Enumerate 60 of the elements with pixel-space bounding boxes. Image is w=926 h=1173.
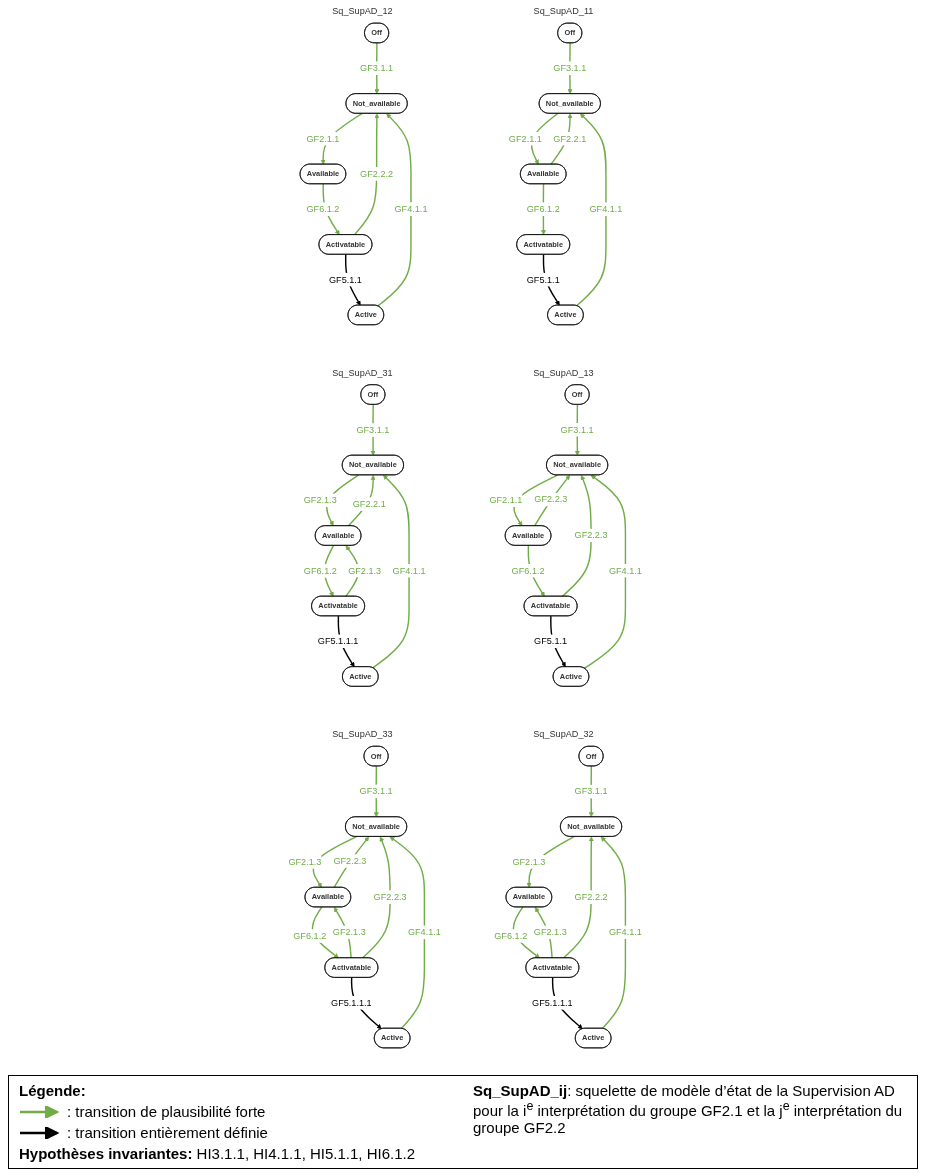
arrow <box>600 836 627 1030</box>
edge-label: GF3.1.1 <box>560 424 594 435</box>
arrow <box>562 836 594 959</box>
edge-label: GF3.1.1 <box>553 63 587 73</box>
note: Sq_SupAD_ij: squelette de modèle d’état de la Supervision AD pour la i$^{e}$ interprétation du groupe GF2.1 et la j$^{e}$ interprétation du groupe GF2.2 <box>473 1082 904 1136</box>
edge-label: GF5.1.1.1 <box>532 997 573 1008</box>
edge-label: GF4.1.1 <box>407 927 441 937</box>
arrow <box>575 113 607 307</box>
arrow <box>561 474 592 598</box>
edge-label: GF6.1.2 <box>306 204 340 214</box>
edge-label: GF3.1.1 <box>356 424 390 435</box>
edge-label: GF2.2.2 <box>360 168 394 179</box>
edge-label: GF6.1.2 <box>494 930 528 941</box>
edge-label: GF4.1.1 <box>608 927 642 937</box>
edge-label: GF5.1.1 <box>534 636 568 646</box>
arrow <box>361 836 391 959</box>
edge-label: GF2.2.3 <box>534 494 568 505</box>
edge-label: GF6.1.2 <box>293 930 327 941</box>
edge-label: GF4.1.1 <box>392 565 426 576</box>
edge-label: GF3.1.1 <box>359 786 393 796</box>
edge-label: GF5.1.1.1 <box>331 997 372 1008</box>
arrow <box>533 474 571 527</box>
label: Sq_SupAD_31 <box>332 367 393 378</box>
edge-label: GF4.1.1 <box>608 565 642 576</box>
arrow <box>333 836 370 889</box>
edge-label: GF6.1.2 <box>303 565 337 576</box>
edge-label: GF2.1.3 <box>332 927 366 937</box>
edge-label: GF6.1.2 <box>511 565 545 576</box>
note: Hypothèses invariantes: HI3.1.1, HI4.1.1, HI5.1.1, HI6.1.2 <box>19 1145 417 1162</box>
edge-label: GF2.2.3 <box>373 891 407 902</box>
edge-label: GF6.1.2 <box>526 204 560 214</box>
edge-label: GF5.1.1 <box>526 274 560 285</box>
edge-label: GF5.1.1 <box>328 274 362 285</box>
edge-label: GF2.1.1 <box>489 495 523 505</box>
legend-text: : transition entièrement définie <box>67 1124 268 1141</box>
edge-label: GF2.1.3 <box>348 565 382 576</box>
edge-label: GF3.1.1 <box>574 786 608 797</box>
edge-label: GF2.2.2 <box>574 891 608 902</box>
edge-label: GF2.1.3 <box>303 495 337 505</box>
arrow <box>353 113 380 236</box>
arrow <box>583 474 627 669</box>
edge-label: GF2.2.1 <box>553 133 587 144</box>
edge-label: GF4.1.1 <box>394 204 428 214</box>
arrow <box>377 113 412 307</box>
edge-label: GF2.1.1 <box>508 133 542 144</box>
legend-text: : transition de plausibilité forte <box>67 1103 266 1120</box>
edge-label: GF2.1.3 <box>288 856 322 867</box>
label: Sq_SupAD_13 <box>533 367 594 378</box>
edge-label: GF2.1.1 <box>306 133 340 144</box>
edge-label: GF2.2.3 <box>333 855 367 866</box>
edge-label: GF2.1.3 <box>533 927 567 937</box>
edge-label: GF3.1.1 <box>360 63 394 73</box>
edge-label: GF2.1.3 <box>512 856 546 867</box>
edge-label: GF2.2.3 <box>574 530 608 541</box>
edge-label: GF2.2.1 <box>352 498 386 509</box>
arrow <box>372 474 410 669</box>
edge-label: GF5.1.1.1 <box>317 636 359 646</box>
legend-heading: Légende: <box>19 1082 87 1099</box>
arrow <box>389 836 426 1030</box>
edge-label: GF4.1.1 <box>589 204 623 214</box>
